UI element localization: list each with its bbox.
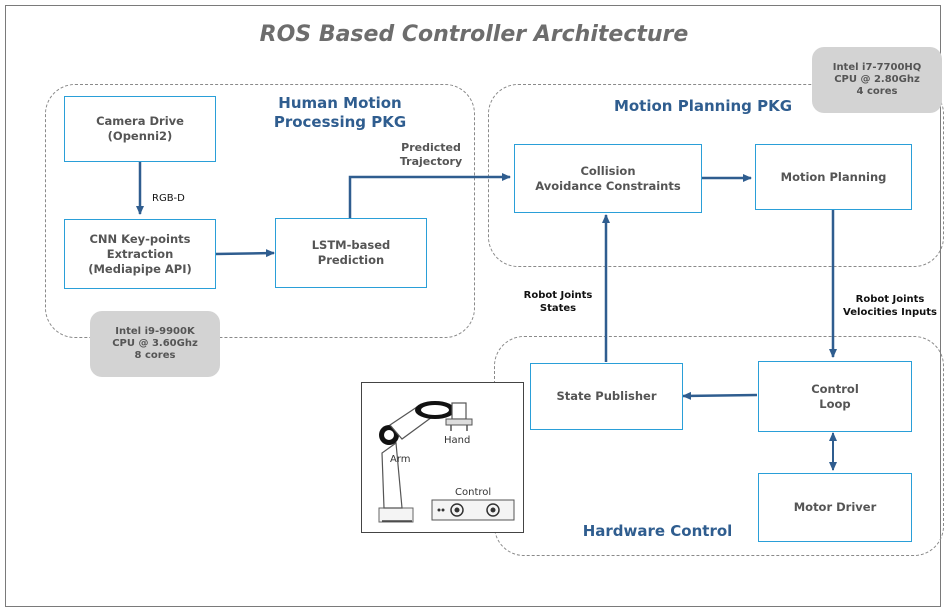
edge-cnn-to-lstm xyxy=(214,249,275,258)
robot-hand-label: Hand xyxy=(444,435,471,446)
edge-control-loop-to-state-publisher xyxy=(682,391,758,400)
motor-driver-node: Motor Driver xyxy=(758,473,912,542)
robot-control-label: Control xyxy=(455,487,492,498)
collision-avoidance-node: Collision Avoidance Constraints xyxy=(514,144,702,213)
control-loop-node: Control Loop xyxy=(758,361,912,432)
cpu-badge-planning: Intel i7-7700HQ CPU @ 2.80Ghz 4 cores xyxy=(812,47,942,113)
robot-arm-image: Hand Arm Control xyxy=(361,382,524,533)
edge-lstm-to-collision xyxy=(348,173,511,218)
diagram-frame xyxy=(5,5,941,607)
camera-drive-node: Camera Drive (Openni2) xyxy=(64,96,216,162)
human-motion-package-label: Human Motion Processing PKG xyxy=(273,94,407,131)
state-publisher-node: State Publisher xyxy=(530,363,683,430)
hardware-control-package-label: Hardware Control xyxy=(582,522,733,540)
robot-arm-label: Arm xyxy=(390,454,411,465)
robot-joints-states-label: Robot Joints States xyxy=(523,290,593,314)
lstm-prediction-node: LSTM-based Prediction xyxy=(275,218,427,288)
motion-planning-node: Motion Planning xyxy=(755,144,912,210)
robot-joints-velocities-label: Robot Joints Velocities Inputs xyxy=(843,294,937,318)
robot-arm-drawing xyxy=(378,401,515,523)
cpu-badge-human: Intel i9-9900K CPU @ 3.60Ghz 8 cores xyxy=(90,311,220,377)
motion-planning-package xyxy=(488,84,944,267)
motion-planning-package-label: Motion Planning PKG xyxy=(613,97,793,115)
diagram-title: ROS Based Controller Architecture xyxy=(259,22,689,47)
human-motion-package xyxy=(45,84,475,338)
cnn-keypoints-node: CNN Key-points Extraction (Mediapipe API… xyxy=(64,219,216,289)
predicted-trajectory-label: Predicted Trajectory xyxy=(399,141,463,168)
rgbd-label: RGB-D xyxy=(152,193,185,204)
